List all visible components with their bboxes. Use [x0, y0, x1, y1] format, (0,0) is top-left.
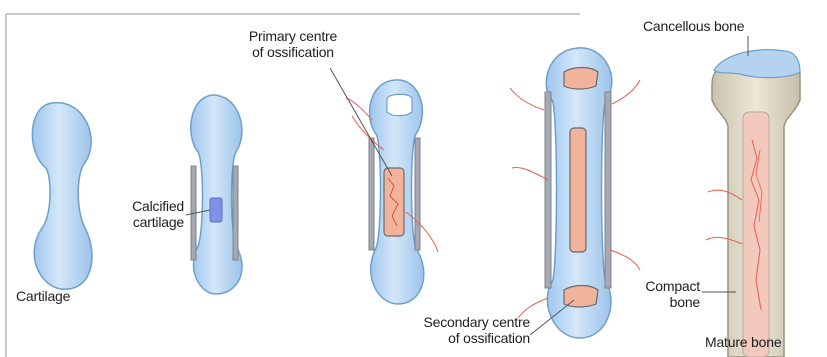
label-cartilage: Cartilage: [16, 288, 70, 304]
stage-4-secondary-centre: [510, 48, 640, 338]
label-secondary-centre: Secondary centre of ossification: [362, 314, 530, 346]
frame: [6, 14, 580, 357]
label-primary-centre: Primary centre of ossification: [222, 28, 364, 60]
label-compact-bone-line2: bone: [640, 294, 700, 310]
label-compact-bone: Compact bone: [640, 278, 700, 310]
label-cancellous-bone: Cancellous bone: [643, 18, 744, 34]
label-secondary-centre-line2: of ossification: [362, 330, 530, 346]
stage-2-calcified-cartilage: [191, 95, 242, 294]
label-calcified-cartilage-line1: Calcified: [112, 198, 184, 214]
label-calcified-cartilage: Calcified cartilage: [112, 198, 184, 230]
stage-5-mature-bone: [706, 50, 800, 357]
label-compact-bone-line1: Compact: [640, 278, 700, 294]
stage-1-cartilage-model: [32, 103, 92, 290]
label-primary-centre-line1: Primary centre: [222, 28, 364, 44]
label-calcified-cartilage-line2: cartilage: [112, 214, 184, 230]
stage-3-primary-centre: [346, 80, 438, 304]
label-primary-centre-line2: of ossification: [222, 44, 364, 60]
label-mature-bone: Mature bone: [705, 334, 781, 350]
label-secondary-centre-line1: Secondary centre: [362, 314, 530, 330]
